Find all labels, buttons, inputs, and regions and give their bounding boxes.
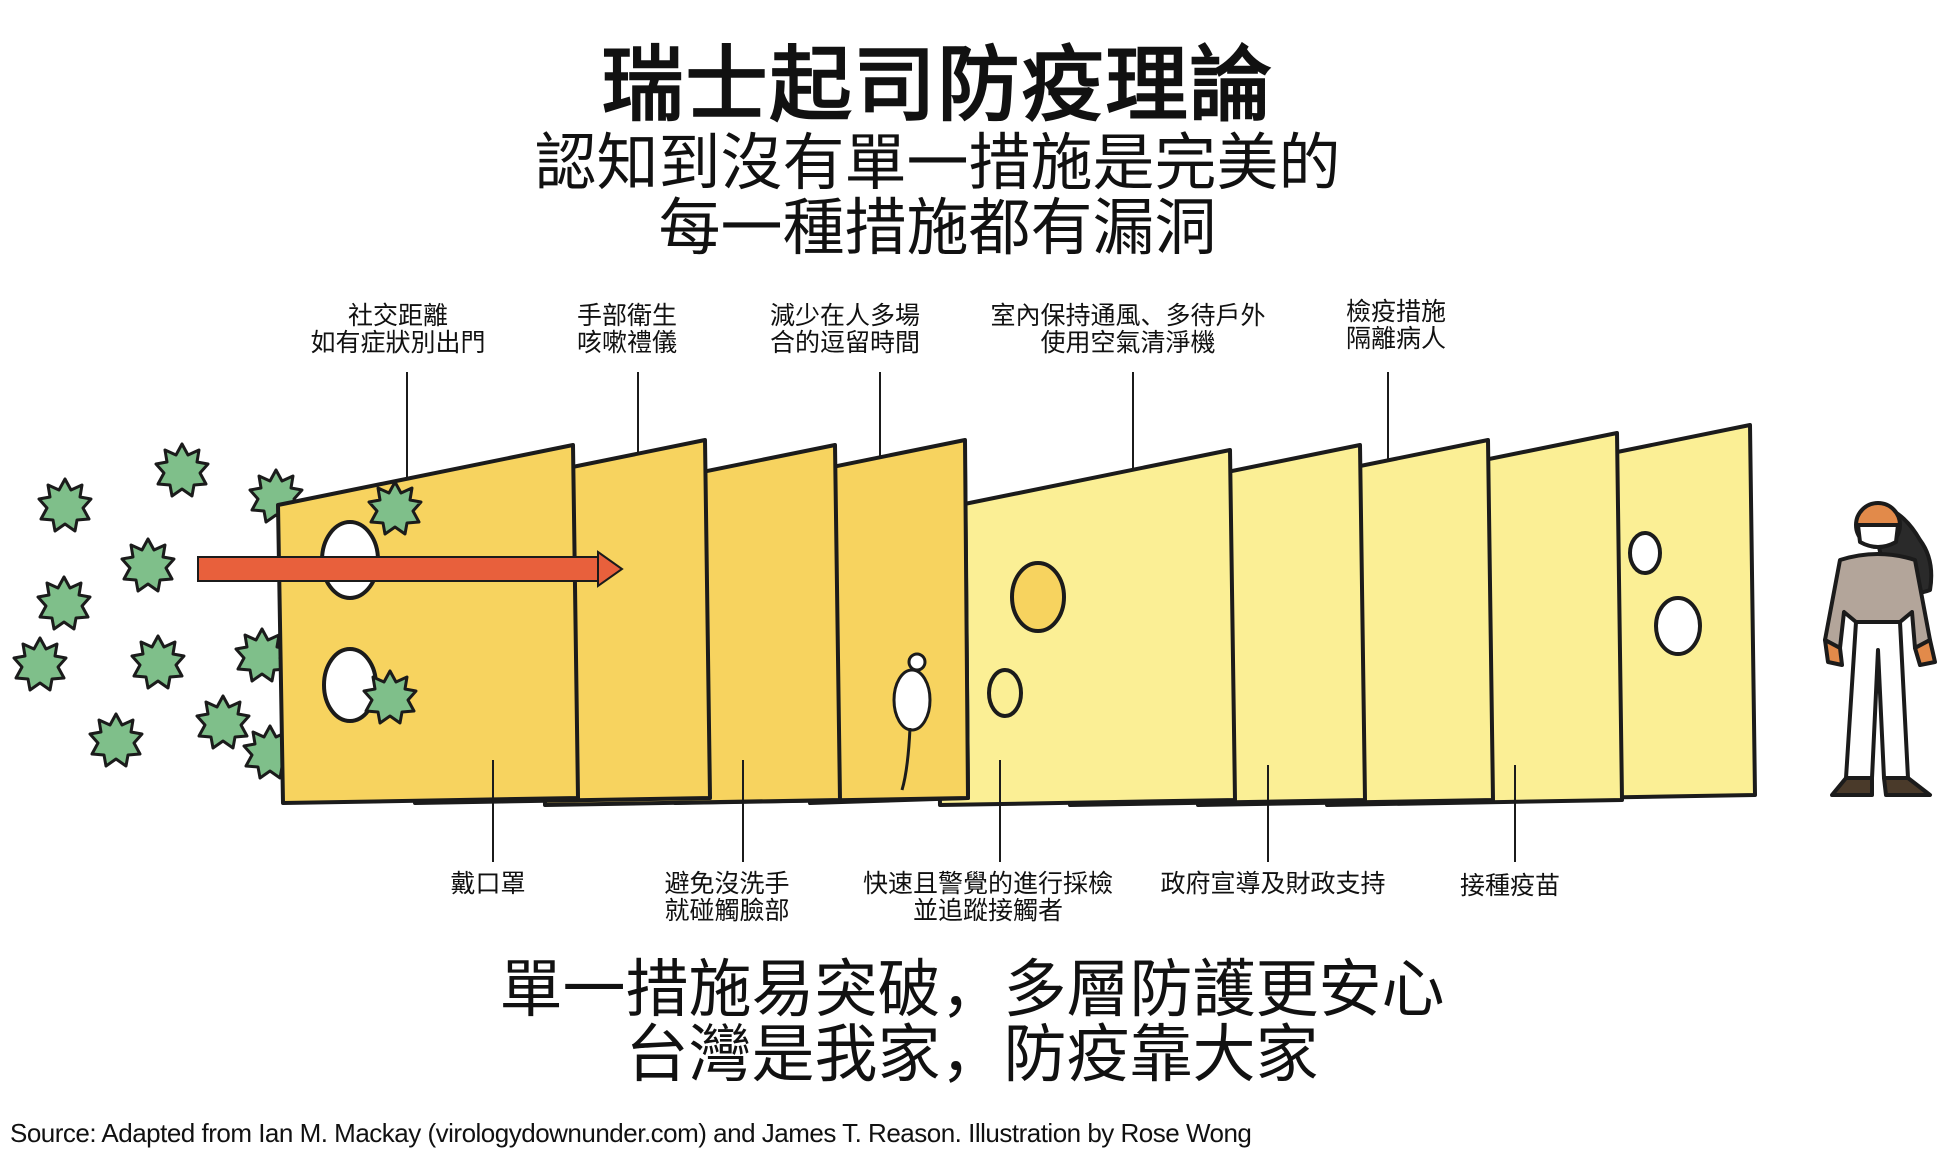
label-vaccination: 接種疫苗 bbox=[1459, 871, 1561, 900]
label-quarantine: 檢疫措施隔離病人 bbox=[1345, 297, 1447, 353]
subtitle-line-1: 認知到沒有單一措施是完美的 bbox=[534, 126, 1341, 199]
source-credit: Source: Adapted from Ian M. Mackay (viro… bbox=[10, 1118, 1252, 1148]
subtitle-line-2: 每一種措施都有漏洞 bbox=[658, 191, 1217, 264]
label-ventilation: 室內保持通風、多待戶外使用空氣清淨機 bbox=[990, 301, 1266, 357]
closing-line-2: 台灣是我家，防疫靠大家 bbox=[625, 1018, 1319, 1091]
cheese-slices bbox=[276, 423, 1757, 807]
label-testing-tracing: 快速且警覺的進行採檢並追蹤接觸者 bbox=[862, 869, 1114, 925]
label-avoid-touching-face: 避免沒洗手就碰觸臉部 bbox=[664, 869, 790, 925]
closing-line-1: 單一措施易突破，多層防護更安心 bbox=[499, 953, 1445, 1026]
label-government-support: 政府宣導及財政支持 bbox=[1160, 869, 1386, 898]
page-title: 瑞士起司防疫理論 bbox=[601, 38, 1274, 133]
bottom-leader-lines bbox=[492, 760, 1516, 862]
mouse-icon bbox=[892, 652, 932, 791]
label-social-distancing: 社交距離如有症狀別出門 bbox=[310, 301, 486, 357]
transmission-arrow bbox=[197, 550, 624, 588]
person-figure bbox=[1823, 501, 1937, 797]
label-masks: 戴口罩 bbox=[450, 869, 526, 898]
virus-cloud bbox=[12, 442, 304, 780]
label-hand-hygiene: 手部衛生咳嗽禮儀 bbox=[576, 301, 678, 357]
label-reduce-crowds: 減少在人多場合的逗留時間 bbox=[769, 301, 921, 357]
cheese-slice-6 bbox=[933, 448, 1237, 807]
cheese-slice-1 bbox=[276, 443, 580, 805]
